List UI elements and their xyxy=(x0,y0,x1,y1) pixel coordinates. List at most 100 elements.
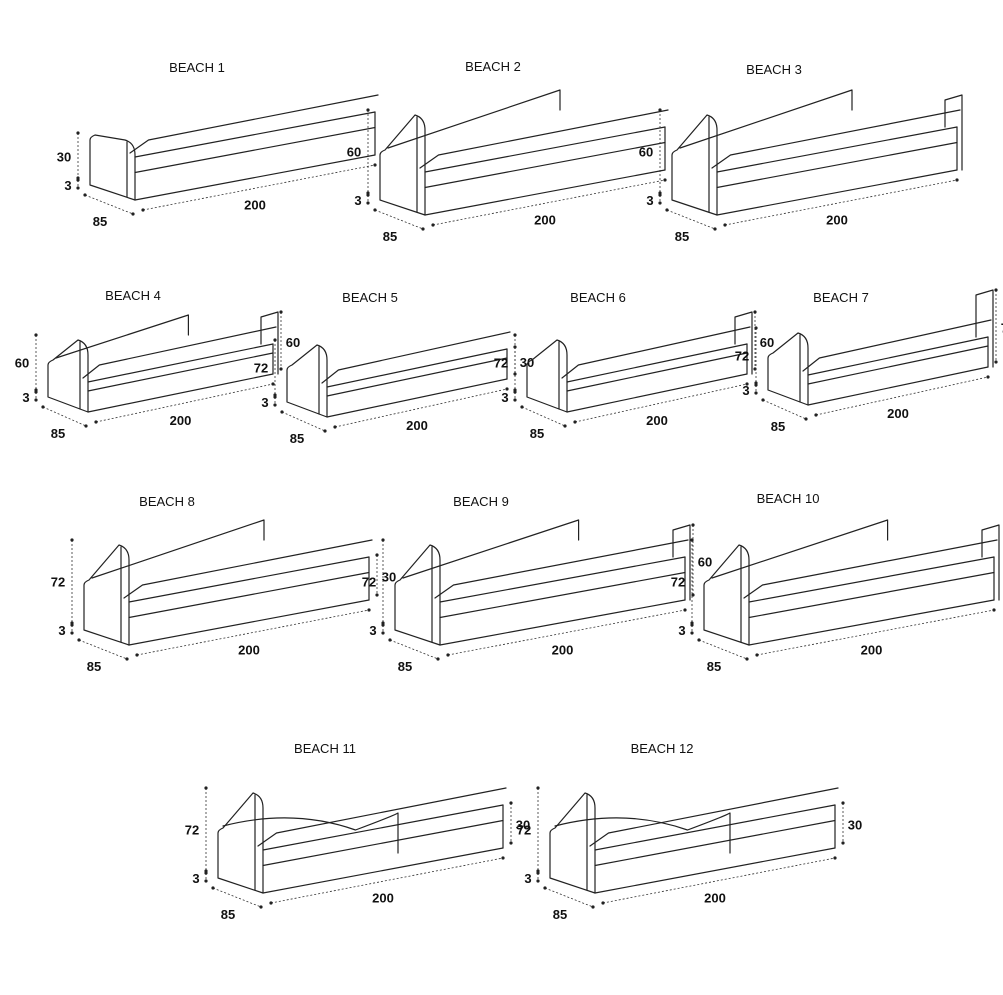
sofa-8-dim-height-tick xyxy=(70,538,74,542)
sofa-8-dim-depth xyxy=(78,639,128,660)
sofa-8-dim-gap-tick xyxy=(70,623,74,627)
sofa-11-dim-depth-tick xyxy=(211,886,215,890)
model-title: BEACH 9 xyxy=(453,494,509,509)
dim-height-label: 72 xyxy=(735,349,749,364)
dim-depth-label: 85 xyxy=(383,229,397,244)
dim-height-label: 72 xyxy=(254,361,268,376)
sofa-8-dim-length-tick xyxy=(367,608,371,612)
dim-gap-label: 3 xyxy=(678,623,685,638)
sofa-8-dim-length-tick xyxy=(135,653,139,657)
sofa-3-seat-top xyxy=(711,109,961,169)
sofa-3-dim-depth-tick xyxy=(713,227,717,231)
dim-height-label: 72 xyxy=(494,356,508,371)
sofa-7-dim-right-tick xyxy=(994,288,998,292)
sofa-9-dim-depth-tick xyxy=(436,657,440,661)
sofa-12-dim-depth-tick xyxy=(543,886,547,890)
dim-length-label: 200 xyxy=(887,406,909,421)
sofa-9-back-top xyxy=(402,519,580,579)
sofa-3-left-panel xyxy=(671,114,718,216)
sofa-5-dim-right-tick xyxy=(513,372,517,376)
sofa-11-base-bottom xyxy=(262,847,504,894)
sofa-10-base-bottom xyxy=(748,599,995,646)
sofa-1-dim-gap-tick xyxy=(76,186,80,190)
sofa-2-dim-length xyxy=(432,179,666,226)
sofa-11-seat-front xyxy=(262,804,504,851)
sofa-8-dim-gap-tick xyxy=(70,631,74,635)
sofa-4-left-panel xyxy=(47,339,89,413)
sofa-4-dim-length-tick xyxy=(271,382,275,386)
sofa-11-dim-length-tick xyxy=(269,901,273,905)
sofa-5-mattress-line xyxy=(326,357,508,397)
sofa-6-mattress-line xyxy=(566,352,748,392)
sofa-12-dim-depth-tick xyxy=(591,905,595,909)
sofa-12-dim-right-tick xyxy=(841,841,845,845)
dim-right-label: 60 xyxy=(698,555,712,570)
sofa-11-dim-length-tick xyxy=(501,856,505,860)
sofa-5-seat-top xyxy=(321,331,511,384)
sofa-10-dim-depth-tick xyxy=(745,657,749,661)
sofa-10-dim-depth-tick xyxy=(697,638,701,642)
dim-right-label: 60 xyxy=(286,335,300,350)
sofa-7-dim-depth-tick xyxy=(804,417,808,421)
sofa-11-dim-gap-tick xyxy=(204,871,208,875)
dim-gap-label: 3 xyxy=(192,871,199,886)
sofa-9-dim-gap-tick xyxy=(381,631,385,635)
sofa-8-dim-right-tick xyxy=(375,593,379,597)
sofa-6-left-panel xyxy=(526,339,568,413)
dim-length-label: 200 xyxy=(534,213,556,228)
dim-depth-label: 85 xyxy=(553,907,567,922)
sofa-1-seat-front xyxy=(134,111,376,158)
sofa-9-dim-right-tick xyxy=(691,523,695,527)
sofa-10-dim-length-tick xyxy=(755,653,759,657)
sofa-6-dim-height-tick xyxy=(513,333,517,337)
sofa-1-dim-depth xyxy=(84,194,134,215)
sofa-4-seat-front xyxy=(87,343,274,383)
sofa-10-dim-gap-tick xyxy=(690,623,694,627)
model-title: BEACH 1 xyxy=(169,60,225,75)
sofa-4-back-top xyxy=(55,314,189,359)
sofa-4-seat-top xyxy=(82,326,277,379)
sofa-12-base-bottom xyxy=(594,847,836,894)
sofa-5-dim-gap-tick xyxy=(273,403,277,407)
sofa-4-dim-height-tick xyxy=(34,333,38,337)
sofa-5-dim-height-tick xyxy=(273,338,277,342)
sofa-12-dim-gap-tick xyxy=(536,879,540,883)
sofa-12-dim-length xyxy=(602,857,836,904)
dim-depth-label: 85 xyxy=(675,229,689,244)
sofa-12-wave-back xyxy=(554,812,731,854)
sofa-5-base-bottom xyxy=(326,378,508,418)
sofa-4-dim-gap-tick xyxy=(34,398,38,402)
sofa-7-mattress-line xyxy=(807,345,989,385)
sofa-9-left-panel xyxy=(394,544,441,646)
sofa-3-right-armrest xyxy=(944,94,963,171)
sofa-2-seat-front xyxy=(424,126,666,173)
model-title: BEACH 2 xyxy=(465,59,521,74)
model-title: BEACH 6 xyxy=(570,290,626,305)
sofa-5-dim-gap-tick xyxy=(273,395,277,399)
sofa-5-dim-length-tick xyxy=(505,387,509,391)
dim-length-label: 200 xyxy=(826,213,848,228)
dim-height-label: 72 xyxy=(185,823,199,838)
sofa-7-dim-depth-tick xyxy=(761,398,765,402)
sofa-10-right-armrest xyxy=(981,524,1000,601)
sofa-10-seat-front xyxy=(748,556,995,603)
dim-height-label: 30 xyxy=(57,150,71,165)
dim-depth-label: 85 xyxy=(530,426,544,441)
sofa-2-dim-depth xyxy=(374,209,424,230)
dim-length-label: 200 xyxy=(704,891,726,906)
dim-depth-label: 85 xyxy=(771,419,785,434)
dim-depth-label: 85 xyxy=(290,431,304,446)
sofa-12-dim-depth xyxy=(544,887,594,908)
sofa-7-dim-gap-tick xyxy=(754,391,758,395)
dim-length-label: 200 xyxy=(552,643,574,658)
sofa-8-left-panel xyxy=(83,544,130,646)
sofa-1-dim-length-tick xyxy=(373,163,377,167)
sofa-4-mattress-line xyxy=(87,352,274,392)
dim-length-label: 200 xyxy=(170,413,192,428)
sofa-12-seat-front xyxy=(594,804,836,851)
sofa-7-dim-depth xyxy=(762,399,807,420)
dim-depth-label: 85 xyxy=(51,426,65,441)
sofa-11-dim-depth-tick xyxy=(259,905,263,909)
model-title: BEACH 3 xyxy=(746,62,802,77)
